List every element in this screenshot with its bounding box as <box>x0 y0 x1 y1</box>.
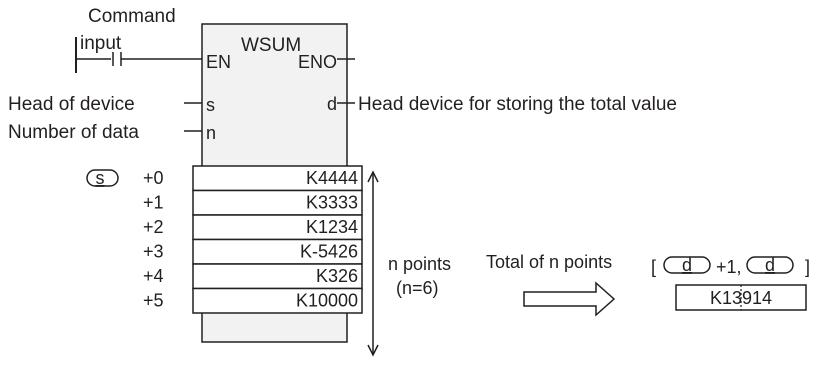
label-head-of-device: Head of device <box>8 94 135 115</box>
total-arrow-icon <box>523 281 616 317</box>
block-pin-d: d <box>327 94 337 114</box>
table-row-value: K3333 <box>306 193 358 213</box>
n-points-arrow-down <box>367 344 379 357</box>
table-row-value: K4444 <box>306 168 358 188</box>
table-row-value: K10000 <box>296 291 358 311</box>
total-caption: Total of n points <box>486 252 612 272</box>
operand-d-high-badge <box>663 256 711 274</box>
table-row-value: K1234 <box>306 217 358 237</box>
operand-s-badge <box>86 169 119 187</box>
block-pin-eno: ENO <box>298 52 337 72</box>
command-label-line2: input <box>80 33 122 54</box>
label-number-of-data: Number of data <box>8 122 139 143</box>
n-points-arrow-up <box>367 170 379 183</box>
operand-s-label: s <box>96 168 105 188</box>
total-open-bracket: [ <box>651 257 656 277</box>
label-head-device-total: Head device for storing the total value <box>358 94 677 115</box>
command-label-line1: Command <box>88 6 176 27</box>
data-table: +0 K4444 +1 K3333 +2 K1234 +3 K-5426 +4 K326 +5 K10… <box>143 165 363 314</box>
total-close-bracket: ] <box>805 257 810 277</box>
table-row-value: K-5426 <box>300 242 358 262</box>
table-row-offset: +5 <box>143 291 164 311</box>
table-row <box>192 165 363 192</box>
table-row-offset: +0 <box>143 168 164 188</box>
table-row <box>192 287 363 314</box>
total-plus-one: +1, <box>716 257 742 277</box>
table-row-offset: +3 <box>143 242 164 262</box>
table-row-offset: +4 <box>143 266 164 286</box>
block-pin-s: s <box>206 95 215 115</box>
operand-d-high-label: d <box>682 255 692 275</box>
operand-d-low-label: d <box>765 255 775 275</box>
table-row-offset: +2 <box>143 217 164 237</box>
n-points-label: n points <box>388 254 451 274</box>
table-row-offset: +1 <box>143 193 164 213</box>
n-equals-label: (n=6) <box>396 278 439 298</box>
operand-d-low-badge <box>746 256 794 274</box>
table-row <box>192 214 363 241</box>
block-pin-n: n <box>206 123 216 143</box>
block-pin-en: EN <box>206 52 231 72</box>
total-value: K13914 <box>710 288 772 308</box>
table-row-value: K326 <box>316 266 358 286</box>
block-name: WSUM <box>241 35 301 56</box>
